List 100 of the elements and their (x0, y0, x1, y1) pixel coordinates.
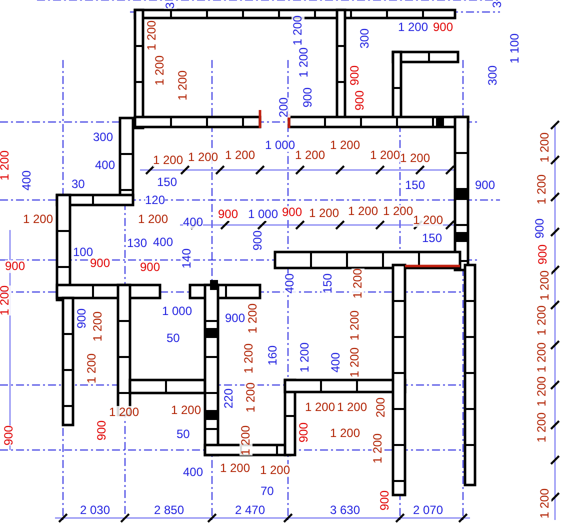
dimension-label: 220 (222, 388, 236, 408)
dimension-label: 2 030 (80, 504, 110, 516)
dimension-label: 3 630 (330, 504, 360, 516)
dimension-label: 900 (5, 260, 26, 272)
dimension-label: 1 200 (538, 270, 552, 300)
dimension-label: 1 200 (538, 132, 552, 162)
dimension-label: 1 200 (188, 150, 218, 164)
dimension-label: 1 200 (242, 342, 256, 374)
dimension-label: 900 (225, 312, 246, 324)
dimension-label: 300 (358, 28, 372, 48)
dimension-label: 1 000 (248, 208, 278, 220)
dimension-label: 900 (534, 218, 547, 238)
dimension-label: 1 200 (153, 154, 184, 166)
dimension-label: 1 200 (536, 304, 549, 336)
dimension-label: 1 200 (330, 426, 360, 440)
dimension-label: 900 (140, 260, 160, 274)
dimension-label: 400 (95, 158, 116, 172)
dimension-label: 900 (302, 86, 315, 108)
dimension-label: 300 (93, 130, 114, 144)
dimension-label: 1 200 (295, 148, 326, 162)
dimension-label: 400 (284, 272, 297, 294)
dimension-label: 900 (96, 420, 109, 440)
dimension-label: 1 200 (220, 462, 250, 474)
dimension-label: 1 200 (298, 46, 311, 78)
dimension-label: 1 200 (86, 352, 99, 384)
dimension-label: 1 200 (352, 268, 365, 298)
dimension-label: 1 200 (298, 342, 312, 372)
dimension-label: 1 200 (309, 206, 340, 220)
dimension-label: 130 (127, 236, 148, 250)
dimension-label: 1 100 (508, 32, 522, 64)
dimension-label: 1 200 (244, 382, 258, 412)
dimension-label: 1 200 (305, 400, 336, 414)
dimension-label: 1 200 (330, 138, 360, 152)
dimension-label: 2 850 (154, 504, 184, 516)
dimension-label: 900 (282, 206, 302, 218)
dimension-label: 400 (20, 170, 34, 190)
dimension-label: 900 (252, 230, 265, 250)
dimension-label: 2 070 (413, 504, 444, 516)
dimension-label: 900 (90, 256, 110, 270)
dimension-label: 200 (278, 96, 291, 118)
dimension-label: 900 (536, 244, 550, 264)
dimension-label: 900 (433, 20, 454, 34)
dimension-label: 1 200 (348, 346, 362, 378)
dimension-label: 1 000 (162, 304, 192, 318)
dimension-label: 1 200 (337, 400, 368, 414)
dimension-label: 1 200 (171, 404, 202, 416)
dimension-label: 1 200 (370, 148, 400, 162)
dimension-label: 160 (266, 344, 280, 366)
dimension-label: 900 (354, 90, 367, 110)
dimension-label: 1 200 (0, 284, 12, 316)
dimension-label: 1 200 (146, 20, 159, 50)
dimension-label: 900 (218, 208, 238, 220)
dimension-label: 100 (73, 246, 94, 258)
dimension-label: 1 200 (154, 54, 167, 86)
dimension-label: 200 (374, 396, 388, 418)
dimension-label: 120 (145, 194, 166, 206)
dimension-label: 900 (348, 64, 362, 86)
dimension-label: 900 (378, 490, 392, 510)
dimension-label: 150 (422, 232, 442, 244)
dimension-label: 1 200 (400, 152, 430, 164)
dimension-label: 1 200 (109, 406, 140, 418)
dimension-label: 150 (405, 178, 426, 192)
dimension-label: 1 200 (246, 302, 260, 334)
dimension-label: 1 200 (240, 424, 253, 456)
dimension-label: 1 200 (23, 212, 54, 226)
dimension-label: 400 (330, 352, 343, 372)
dimension-label: 70 (260, 484, 274, 498)
dimension-label: 900 (298, 422, 311, 442)
dimension-label: 900 (475, 178, 496, 192)
dimension-label: 3 (490, 0, 504, 8)
dimension-label: 900 (76, 308, 89, 328)
dimension-label: 1 200 (413, 214, 444, 226)
dimension-label: 1 000 (265, 138, 296, 152)
dimension-label: 150 (157, 176, 178, 188)
dimension-label: 1 200 (372, 432, 385, 464)
dimension-label: 1 200 (225, 148, 256, 162)
dimension-label: 2 470 (235, 504, 266, 516)
dimension-label: 300 (486, 64, 500, 86)
dimension-label: 140 (180, 248, 194, 268)
dimension-label: 1 200 (536, 376, 549, 406)
dimension-label: 150 (322, 272, 335, 294)
dimension-label: 1 200 (536, 174, 549, 204)
dimension-label: 50 (176, 428, 190, 440)
dimension-label: 400 (183, 466, 204, 478)
dimension-label: 1 200 (348, 310, 362, 340)
dimension-label: 3 (163, 2, 176, 8)
dimension-label: 1 200 (536, 342, 549, 372)
dimension-label: 1 200 (292, 14, 305, 46)
dimension-label: 50 (166, 332, 180, 344)
dimension-label: 1 200 (536, 412, 549, 442)
dimension-label: 400 (183, 216, 204, 228)
dimension-label: 900 (2, 424, 16, 446)
dimension-label: 1 200 (383, 204, 414, 218)
dimension-label: 1 200 (0, 150, 12, 180)
dimension-label: 1 200 (398, 20, 428, 34)
dimension-label: 1 200 (176, 70, 190, 100)
dimension-label: 1 200 (92, 310, 105, 342)
dimension-label: 1 200 (260, 464, 290, 476)
dimension-label: 1 200 (138, 212, 168, 226)
dimension-label: 30 (72, 178, 85, 190)
